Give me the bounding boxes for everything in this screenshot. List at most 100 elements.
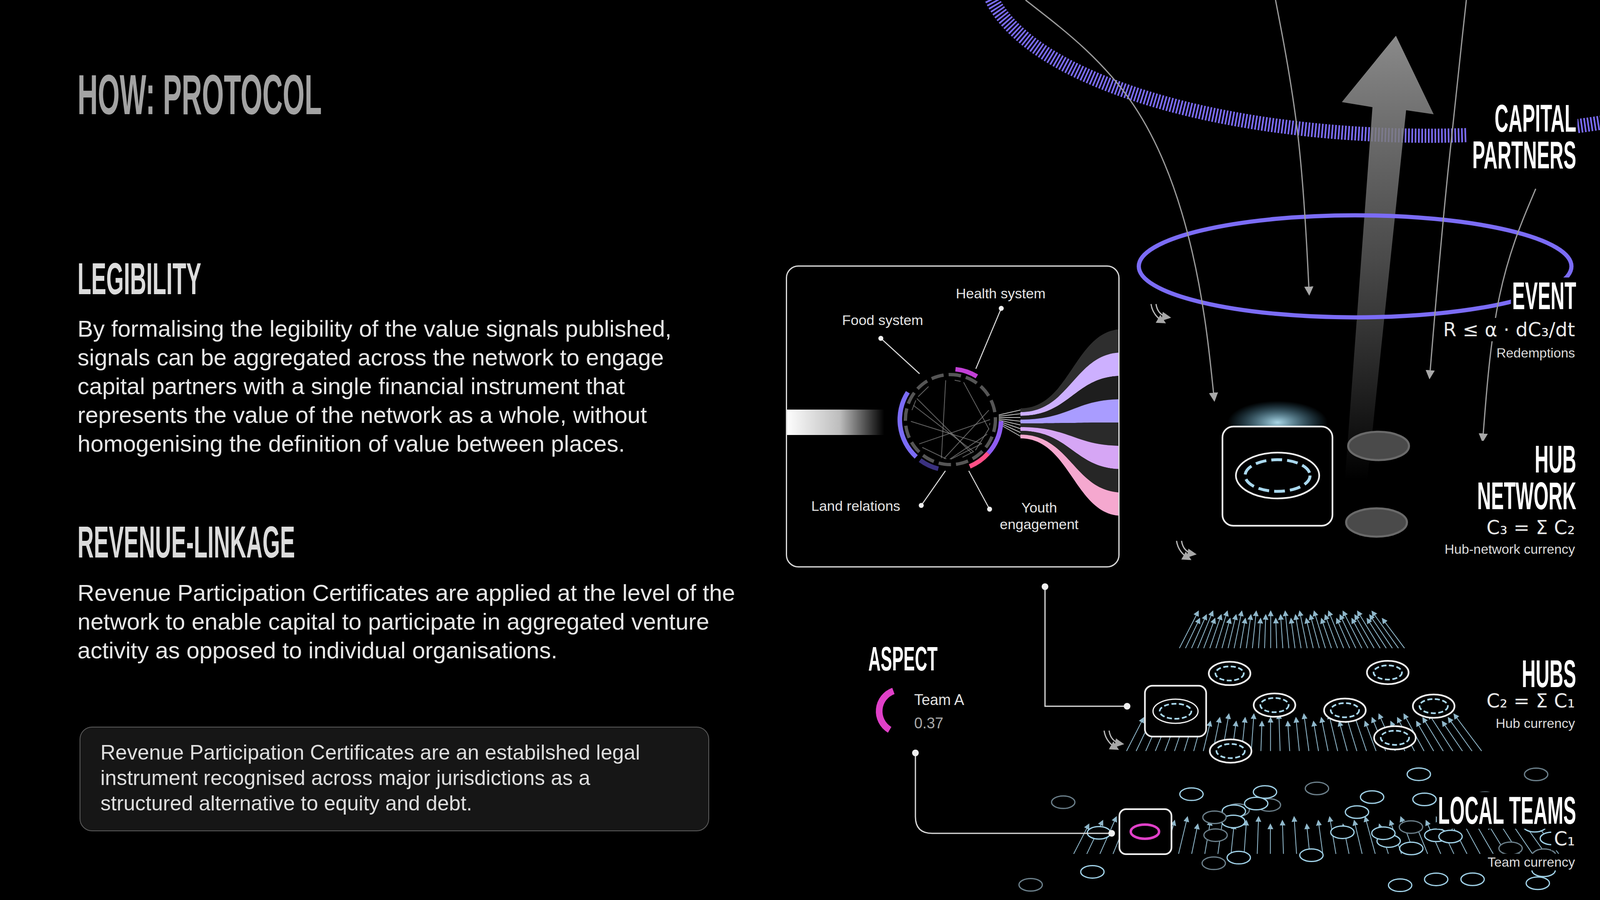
team-node <box>1253 785 1277 799</box>
team-node <box>1412 793 1437 806</box>
team-node <box>1227 851 1251 864</box>
flow-arrow <box>1257 817 1259 854</box>
flow-arrow <box>1343 611 1363 648</box>
aspect-value: 0.37 <box>914 714 944 733</box>
flow-arrow <box>1240 618 1246 649</box>
leader-line <box>1045 586 1125 707</box>
flow-arrow <box>1367 618 1387 649</box>
tangle-line <box>910 421 982 444</box>
flow-arrow <box>1252 611 1257 648</box>
tangle-line <box>941 380 946 459</box>
hub-network-box <box>1222 426 1333 526</box>
aspect-arc <box>918 458 939 471</box>
flow-arrow <box>1442 721 1463 752</box>
value-stream <box>1020 399 1120 424</box>
leader-line <box>880 338 920 374</box>
flow-arrow <box>1314 611 1326 648</box>
flow-arrow <box>1299 611 1308 648</box>
team-node <box>1399 842 1423 855</box>
capital-flow-arrow <box>1341 35 1434 480</box>
hub-network-core <box>1245 459 1310 492</box>
tier-caption: Redemptions <box>1493 344 1578 362</box>
leader-dot <box>1123 702 1131 710</box>
cycle-symbol <box>1181 540 1195 555</box>
aspect-label: Health system <box>955 285 1046 302</box>
hub-node-core <box>1260 697 1289 713</box>
flow-arrow <box>1126 717 1144 751</box>
flow-arrow <box>1354 820 1363 854</box>
hub-node <box>1367 660 1409 685</box>
section-body: Revenue Participation Certificates are a… <box>77 578 745 665</box>
flow-arrow <box>1280 615 1283 648</box>
flow-arrow <box>1355 615 1375 648</box>
leader-line <box>975 308 1002 369</box>
leader-line <box>968 470 990 510</box>
flow-curve <box>1275 0 1310 294</box>
flow-arrow <box>1294 817 1297 854</box>
aspect-label: Land relations <box>811 497 901 515</box>
team-node <box>1526 877 1550 890</box>
hub-node <box>1253 693 1296 717</box>
flow-arrow <box>1234 611 1242 648</box>
flow-arrow <box>1203 618 1215 649</box>
note-box: Revenue Participation Certificates are a… <box>79 726 710 832</box>
hub-node-core <box>1215 666 1244 681</box>
flow-arrow <box>1313 721 1319 752</box>
aspect-arc <box>897 390 918 459</box>
flow-arrow <box>1357 611 1380 648</box>
team-node <box>1051 795 1075 809</box>
flow-arrow <box>1230 824 1234 855</box>
aspect-arc <box>968 451 990 469</box>
hub-node-core <box>1330 703 1360 718</box>
flow-arrow <box>1336 618 1350 649</box>
hub-node-core <box>1373 665 1403 680</box>
team-node <box>1424 872 1448 886</box>
tangle-line <box>919 419 990 444</box>
flow-arrow <box>1264 615 1266 648</box>
hub-node <box>1208 661 1251 685</box>
hub-node-core <box>1216 743 1245 758</box>
hub-node <box>1374 726 1416 750</box>
flow-arrow <box>1295 615 1301 648</box>
team-node <box>1438 830 1463 843</box>
cycle-symbol <box>1109 730 1123 744</box>
hub-node <box>1412 694 1455 718</box>
flow-arrow <box>1260 721 1263 752</box>
network-node <box>1348 431 1410 460</box>
team-node <box>1388 879 1412 892</box>
team-node <box>1299 849 1323 862</box>
hub-box-ring <box>1152 699 1198 724</box>
leader-dot <box>998 305 1004 311</box>
tangle-line <box>954 380 961 382</box>
flow-arrow <box>1270 717 1271 751</box>
flow-arrow <box>1416 721 1434 752</box>
hub-node-core <box>1419 699 1448 714</box>
aspect-team: Team A <box>914 690 965 710</box>
flow-arrow <box>1372 611 1399 648</box>
flow-arrow <box>1278 714 1280 751</box>
leader-line <box>915 752 1110 834</box>
cycle-symbol <box>1176 540 1190 560</box>
team-node <box>1330 825 1355 839</box>
flow-arrow <box>1251 714 1254 751</box>
team-node <box>1180 787 1204 801</box>
tier-caption: Team currency <box>1485 853 1578 871</box>
team-node <box>1244 797 1268 810</box>
flow-arrow <box>1295 717 1300 751</box>
hub-node-core <box>1380 730 1410 745</box>
team-node <box>1203 828 1228 842</box>
tangle-line <box>912 400 916 410</box>
leader-dot <box>1041 583 1049 590</box>
hub-node <box>1209 739 1252 763</box>
section-heading: REVENUE-LINKAGE <box>77 519 295 565</box>
tier-heading: LOCAL TEAMS <box>1437 792 1578 829</box>
tier-heading: EVENT <box>1511 277 1578 315</box>
team-node <box>1524 767 1548 781</box>
leader-line <box>921 470 946 506</box>
flow-arrow <box>1179 611 1199 648</box>
flow-arrow <box>1191 824 1198 855</box>
tier-formula: C₂ = Σ C₁ <box>1483 689 1578 713</box>
flow-arrow <box>1270 824 1271 855</box>
flow-arrow <box>1275 618 1277 649</box>
